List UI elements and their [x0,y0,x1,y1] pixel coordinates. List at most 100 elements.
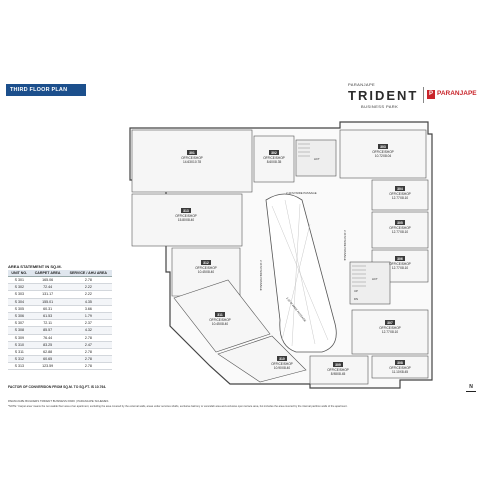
unit-number: 313 [183,209,189,213]
unit-number: 311 [217,313,223,317]
staircase-marks [298,143,366,287]
unit-use-label: OFFICE/SHOP [389,226,411,230]
unit-use-label: OFFICE/SHOP [389,262,411,266]
unit-number: 308 [397,361,403,365]
cell-carpet-area: 76.44 [30,334,65,342]
cell-service-area: 2.22 [64,290,112,299]
cell-carpet-area: 60.31 [30,305,65,313]
unit-number-badge [395,256,405,261]
col-unit-no: UNIT NO. [8,270,31,277]
unit-number: 312 [203,261,209,265]
unit-number: 310 [279,357,285,361]
cell-service-area: 3.66 [64,305,112,313]
plan-title-badge: THIRD FLOOR PLAN [6,84,86,96]
unit-number: 306 [397,257,403,261]
unit-number: 301 [189,151,195,155]
floor-plan-drawing: 301OFFICE/SHOP14.63X10.78302OFFICE/SHOP8… [129,121,433,389]
cell-unit-no: S 303 [8,290,31,299]
stair-up-label: UP [354,289,358,293]
unit-use-label: OFFICE/SHOP [181,156,203,160]
unit-number: 305 [397,221,403,225]
cell-unit-no: S 309 [8,334,31,342]
cell-service-area: 2.22 [64,283,112,292]
cell-carpet-area: 131.17 [30,290,65,299]
unit-dimension-label: 10.45X8.40 [198,270,215,274]
cell-carpet-area: 72.11 [30,319,65,328]
cell-service-area: 2.78 [64,362,112,371]
paranjape-logo-icon: P [427,90,435,99]
paranjape-logo-text: PARANJAPE [437,90,477,97]
lift-label-top: LIFT [314,157,320,161]
unit-dimension-label: 15.80X8.40 [178,218,195,222]
col-service-area: SERVICE / AHU AREA [64,270,112,277]
cell-unit-no: S 301 [8,276,31,285]
footer-note: *NOTE: 'Carpet area' means the net usabl… [8,405,348,408]
unit-number-badge [269,150,279,155]
cell-service-area: 4.35 [64,298,112,306]
cell-carpet-area: 61.53 [30,312,65,321]
unit-304-room [371,179,429,211]
atrium-hatch [271,199,329,347]
cell-carpet-area: 165.06 [30,276,65,285]
north-arrow-line [466,391,476,398]
cell-unit-no: S 302 [8,283,31,292]
area-statement-title: AREA STATEMENT IN SQ.M. [8,264,62,269]
cell-unit-no: S 311 [8,348,31,357]
unit-use-label: OFFICE/SHOP [263,156,285,160]
cell-service-area: 2.78 [64,355,112,364]
cell-service-area: 2.47 [64,341,112,349]
unit-302-room [253,135,295,183]
unit-308-room [371,355,429,379]
unit-use-label: OFFICE/SHOP [209,318,231,322]
unit-number-badge [395,220,405,225]
unit-dimension-label: 12.77X8.10 [392,230,409,234]
unit-dimension-label: 10.90X8.40 [274,366,291,370]
unit-dimension-label: 12.77X8.10 [392,266,409,270]
unit-use-label: OFFICE/SHOP [271,362,293,366]
unit-dimension-label: 12.77X8.10 [382,330,399,334]
unit-number-badge [378,144,388,149]
unit-number: 304 [397,187,403,191]
stair-dn-label: DN [354,297,358,301]
unit-309-room [309,355,369,385]
cell-service-area: 2.78 [64,348,112,357]
unit-number: 307 [387,321,393,325]
unit-number-badge [333,362,343,367]
col-carpet-area: CARPET AREA [30,270,65,277]
lift-block-top [295,139,337,177]
unit-number-badge [187,150,197,155]
unit-number-badge [395,360,405,365]
unit-305-room [371,211,429,249]
lift-block-right [349,261,391,305]
north-label: N [469,384,473,390]
unit-use-label: OFFICE/SHOP [379,326,401,330]
cell-unit-no: S 313 [8,362,31,371]
brand-logo-block: PARANJAPE TRIDENT BUSINESS PARK P PARANJ… [332,81,492,121]
area-statement-table: UNIT NO. CARPET AREA SERVICE / AHU AREA … [8,270,112,371]
cell-unit-no: S 306 [8,312,31,321]
unit-303-room [339,129,427,179]
cell-carpet-area: 72.44 [30,283,65,292]
unit-number-badge [215,312,225,317]
cell-carpet-area: 60.65 [30,355,65,364]
cell-unit-no: S 312 [8,355,31,364]
unit-number-badge [277,356,287,361]
unit-use-label: OFFICE/SHOP [389,366,411,370]
unit-number-badge [201,260,211,265]
cell-carpet-area: 62.88 [30,348,65,357]
cell-service-area: 2.78 [64,334,112,342]
unit-number: 309 [335,363,341,367]
unit-use-label: OFFICE/SHOP [327,368,349,372]
passage-right-label: 2.40 M WIDE PASSAGE [343,230,347,261]
unit-number: 302 [271,151,277,155]
footer-credit: PARANJAPE BUILDERS TRIDENT BUSINESS PARK… [8,399,109,403]
